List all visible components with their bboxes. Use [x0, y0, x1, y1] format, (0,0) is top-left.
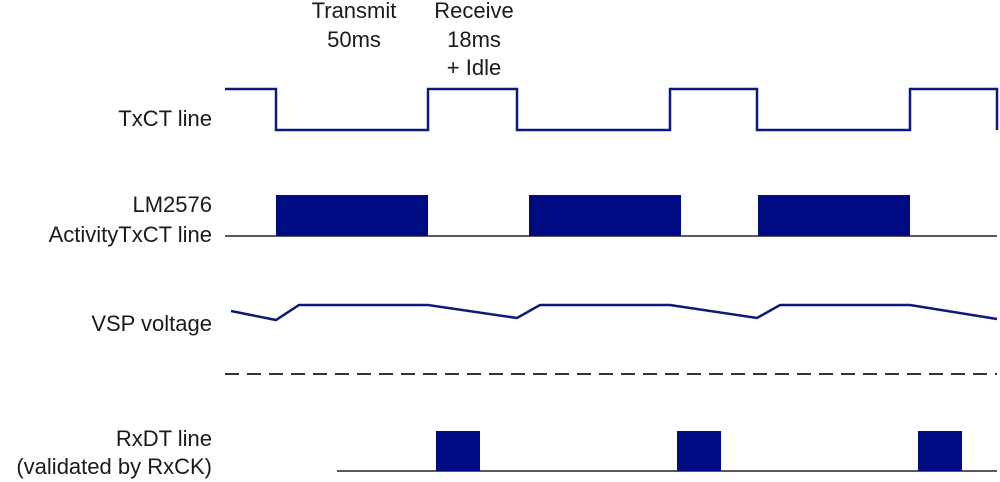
txct-waveform — [225, 87, 999, 132]
transmit-duration: 50ms — [327, 27, 381, 52]
txct-row: TxCT line — [118, 87, 999, 132]
rxdt-pulse — [677, 431, 721, 471]
lm2576-label-line2: ActivityTxCT line — [49, 222, 212, 247]
lm2576-activity-block — [758, 195, 910, 236]
rxdt-row: RxDT line (validated by RxCK) — [16, 426, 997, 479]
lm2576-activity-block — [529, 195, 681, 236]
rxdt-pulse — [918, 431, 962, 471]
txct-label: TxCT line — [118, 106, 212, 131]
receive-label: Receive — [434, 0, 513, 23]
receive-annotation: Receive 18ms + Idle — [434, 0, 513, 80]
receive-duration: 18ms — [447, 27, 501, 52]
receive-idle: + Idle — [447, 55, 501, 80]
rxdt-pulse — [436, 431, 480, 471]
lm2576-row: LM2576 ActivityTxCT line — [49, 192, 997, 247]
transmit-annotation: Transmit 50ms — [312, 0, 397, 52]
vsp-label: VSP voltage — [91, 311, 212, 336]
vsp-row: VSP voltage — [91, 303, 998, 336]
rxdt-label-line2: (validated by RxCK) — [16, 454, 212, 479]
vsp-waveform — [230, 303, 998, 322]
rxdt-label-line1: RxDT line — [116, 426, 212, 451]
lm2576-label-line1: LM2576 — [132, 192, 212, 217]
transmit-label: Transmit — [312, 0, 397, 23]
lm2576-activity-block — [276, 195, 428, 236]
